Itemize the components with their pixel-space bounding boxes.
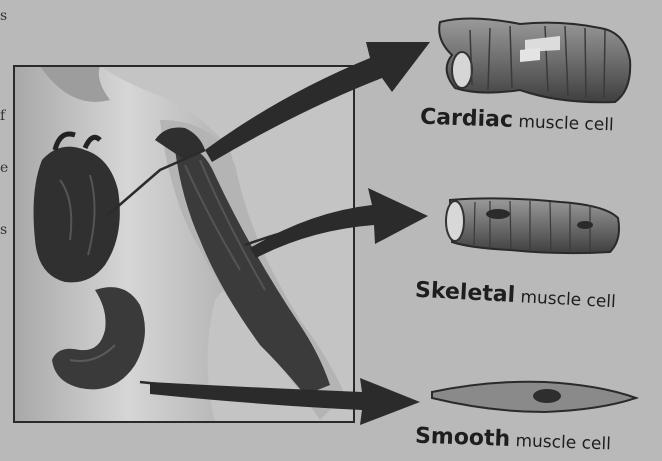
skeletal-label-rest: muscle cell (515, 287, 617, 312)
heart-organ (34, 147, 120, 283)
cardiac-label-bold: Cardiac (420, 105, 514, 133)
cardiac-label-rest: muscle cell (513, 112, 614, 136)
margin-letter: s (0, 8, 7, 24)
margin-letter: e (0, 160, 8, 176)
skeletal-label-bold: Skeletal (414, 278, 515, 308)
cardiac-muscle-cell (439, 18, 630, 102)
smooth-cell-nucleus (533, 389, 561, 403)
smooth-label-rest: muscle cell (510, 431, 611, 455)
body-illustration (14, 66, 354, 422)
margin-letter: f (0, 108, 5, 124)
smooth-muscle-cell (432, 382, 636, 412)
smooth-label-bold: Smooth (415, 424, 511, 452)
margin-letter: s (0, 222, 7, 238)
skeletal-muscle-cell (446, 198, 619, 253)
